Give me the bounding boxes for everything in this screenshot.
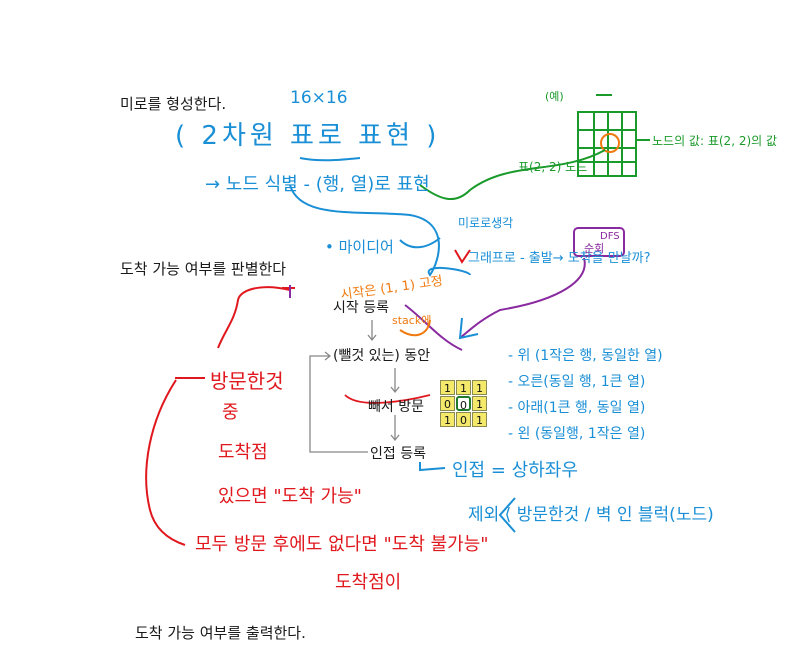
step-start-register: 시작 등록 xyxy=(333,300,389,316)
note-size: 16×16 xyxy=(290,88,348,108)
grid-cell: 1 xyxy=(440,380,455,395)
note-node-id: → 노드 식별 - (행, 열)로 표현 xyxy=(205,174,430,195)
grid-cell: 1 xyxy=(456,380,471,395)
note-if-none: 모두 방문 후에도 없다면 "도착 불가능" xyxy=(195,534,489,555)
step-judge: 도착 가능 여부를 판별한다 xyxy=(120,260,287,278)
note-if-exists: 있으면 "도착 가능" xyxy=(218,486,362,507)
note-table-node: 표(2, 2) 노드 xyxy=(518,160,588,174)
note-maze-think: 미로로생각 xyxy=(458,216,514,230)
grid-cell: 1 xyxy=(472,396,487,411)
note-graph-question: 그래프로 - 출발→ 도착을 만날까? xyxy=(468,251,651,266)
note-node-value: 노드의 값: 표(2, 2)의 값 xyxy=(652,134,778,148)
grid-cell: 1 xyxy=(472,412,487,427)
step-pop-visit: 빼서 방문 xyxy=(368,399,424,415)
direction-down: - 아래(1큰 행, 동일 열) xyxy=(508,400,646,416)
grid-cell: 1 xyxy=(472,380,487,395)
step-output: 도착 가능 여부를 출력한다. xyxy=(135,624,306,642)
note-goal-suffix: 도착점이 xyxy=(335,572,402,593)
note-2d-table: ( 2차원 표로 표현 ) xyxy=(175,121,441,151)
note-visited: 방문한것 xyxy=(210,369,284,393)
note-order: 순회 xyxy=(584,242,605,255)
note-goal: 도착점 xyxy=(218,442,268,463)
note-stack: stack에 xyxy=(392,314,432,327)
note-dfs: DFS xyxy=(600,231,620,242)
grid-cell: 0 xyxy=(456,412,471,427)
note-adjacent: 인접 = 상하좌우 xyxy=(452,460,578,481)
direction-right: - 오른(동일 행, 1큰 열) xyxy=(508,374,646,390)
step-form-maze: 미로를 형성한다. xyxy=(120,95,227,113)
grid-cell: 1 xyxy=(440,412,455,427)
grid-cell: 0 xyxy=(440,396,455,411)
note-example: (예) xyxy=(545,90,564,103)
direction-up: - 위 (1작은 행, 동일한 열) xyxy=(508,348,663,364)
note-among: 중 xyxy=(222,402,239,423)
note-my-idea: • 마이디어 xyxy=(325,238,394,256)
step-while-loop: (뺄것 있는) 동안 xyxy=(333,348,431,364)
note-exclude: 제외 ⟨ 방문한것 / 벽 인 블럭(노드) xyxy=(468,505,714,525)
grid-cell: 0 xyxy=(456,396,471,412)
direction-left: - 왼 (동일행, 1작은 열) xyxy=(508,426,646,442)
step-adjacent-register: 인접 등록 xyxy=(370,446,426,462)
